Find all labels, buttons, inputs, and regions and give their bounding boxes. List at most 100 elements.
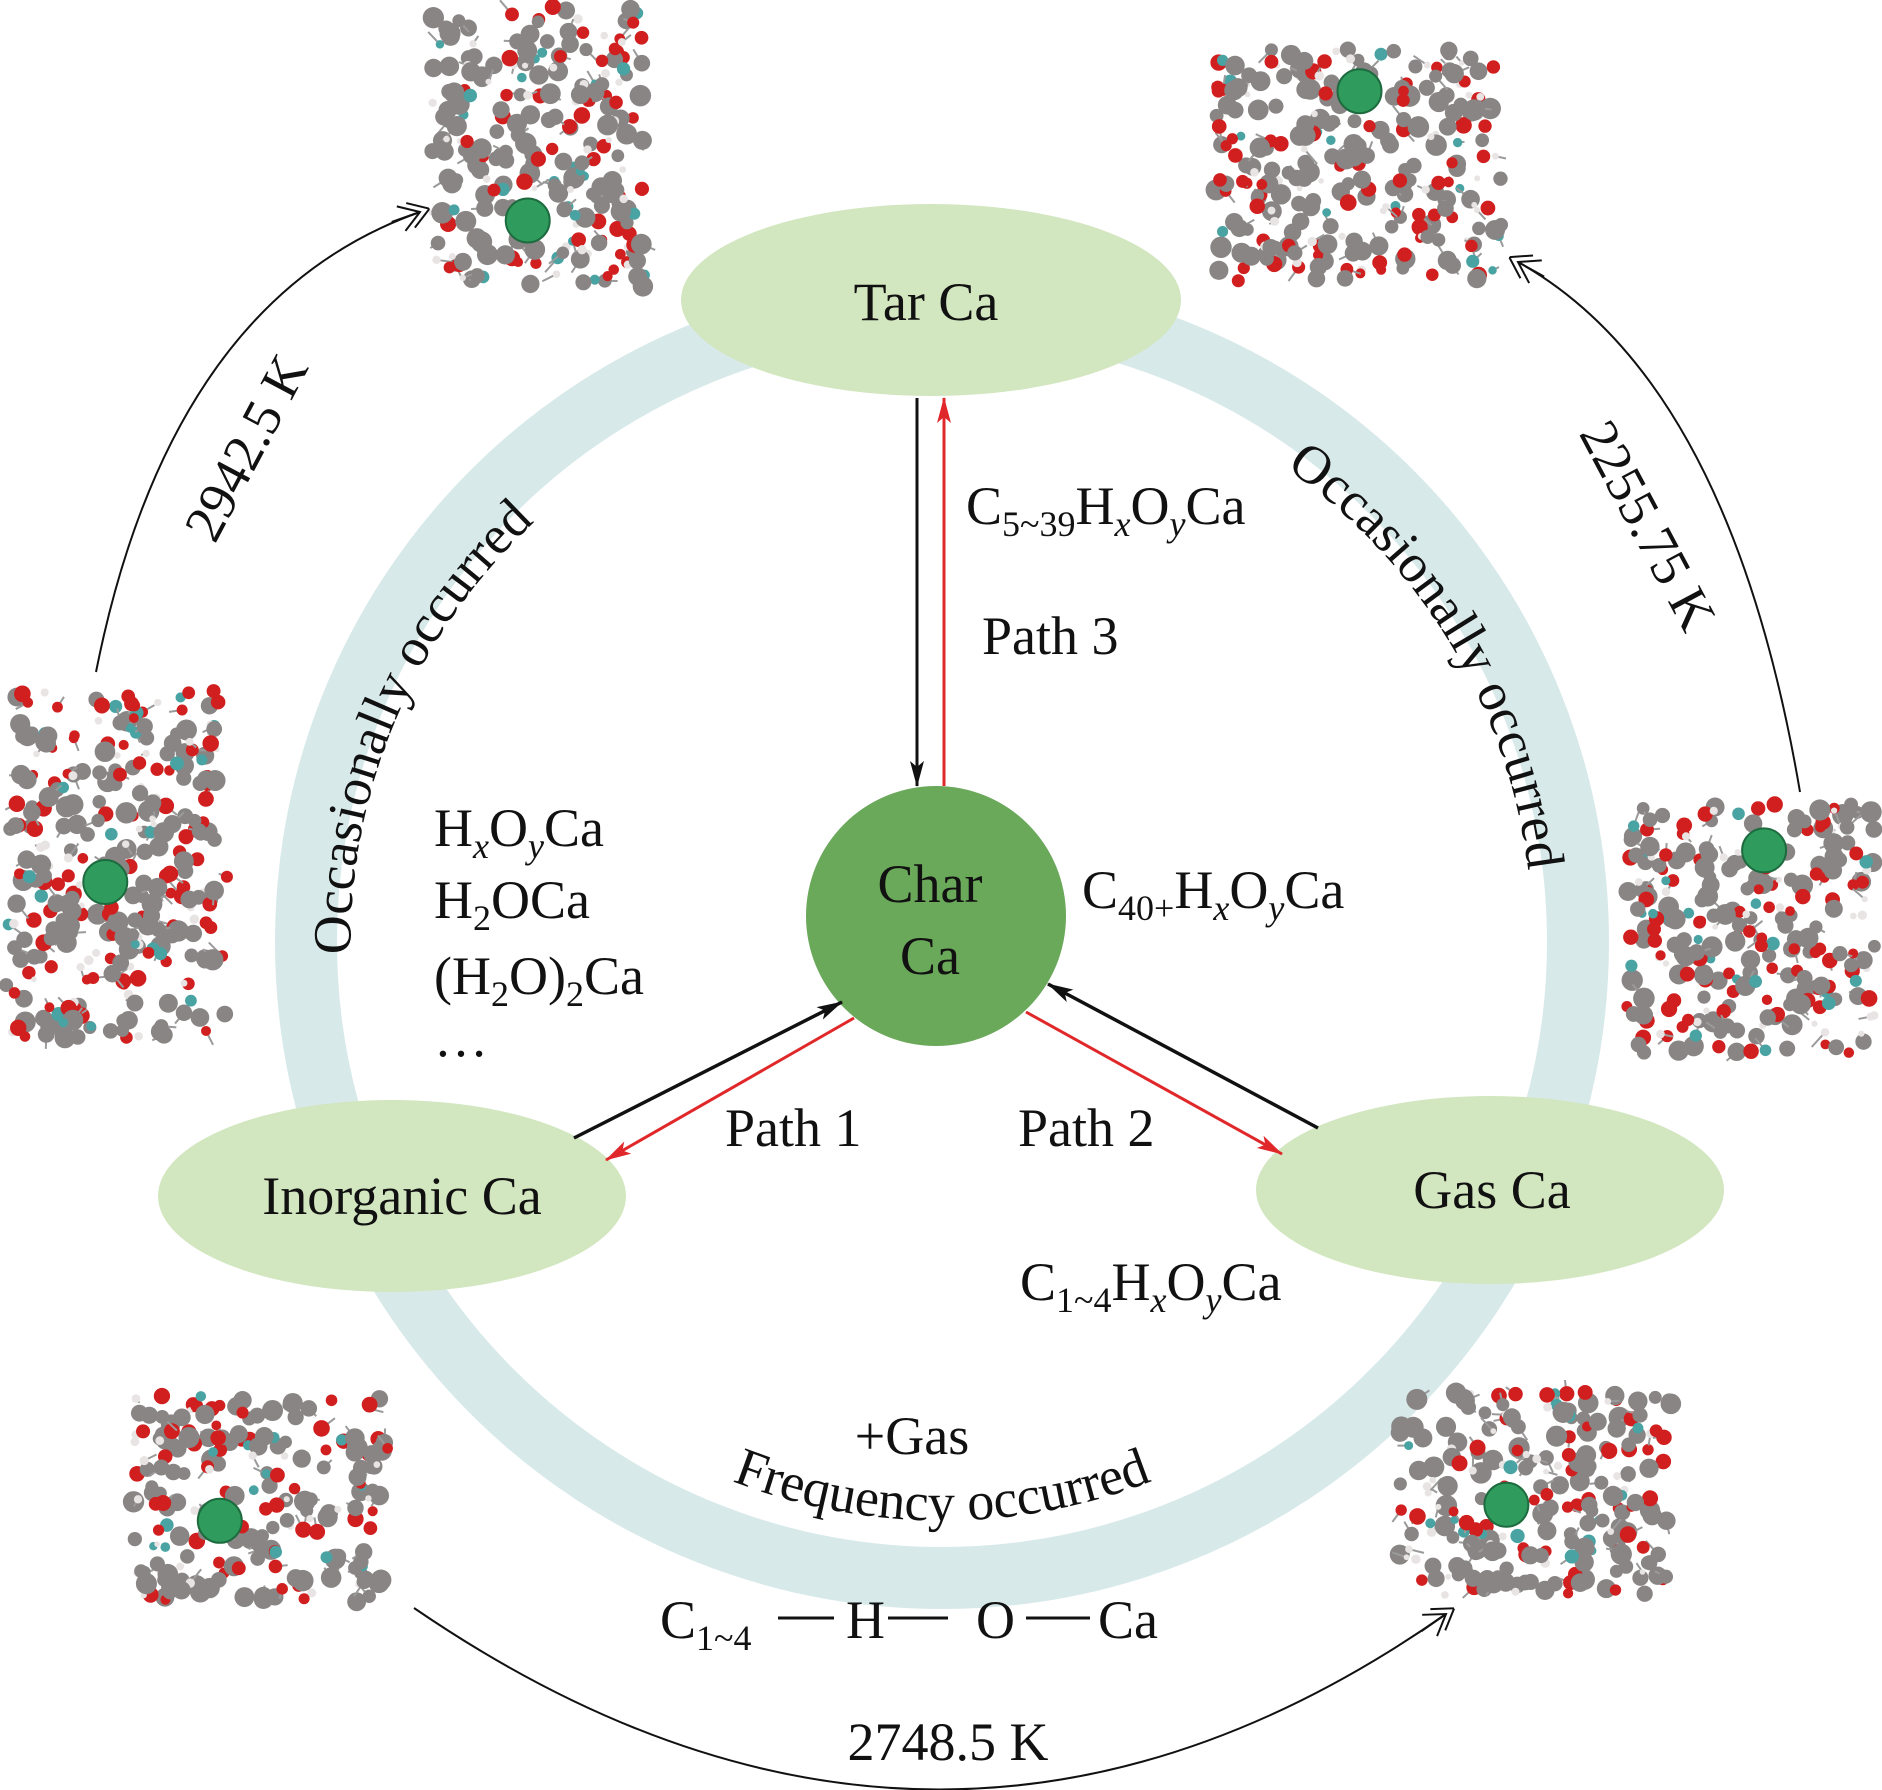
atom (605, 50, 624, 69)
atom (154, 1541, 160, 1547)
atom (8, 987, 21, 999)
atom (438, 168, 458, 188)
atom (382, 1442, 393, 1454)
atom (466, 48, 483, 65)
atom (470, 160, 490, 180)
atom (1408, 59, 1423, 74)
atom (1296, 185, 1303, 192)
atom (154, 1019, 169, 1034)
atom (204, 880, 224, 901)
atom (1721, 860, 1739, 878)
atom (10, 713, 31, 735)
inorganic-formula-3: (H2O)2Ca (434, 946, 644, 1014)
atom (127, 912, 143, 928)
atom (1440, 41, 1458, 60)
atom (1866, 1012, 1875, 1021)
atom (593, 197, 610, 214)
tar-ca-node (681, 204, 1181, 396)
atom (1467, 268, 1487, 289)
atom (562, 119, 578, 135)
atom (283, 1496, 290, 1503)
atom (172, 1408, 191, 1427)
atom (1703, 1007, 1710, 1014)
atom (1594, 1475, 1609, 1490)
atom (94, 716, 103, 725)
atom (1259, 251, 1274, 266)
atom (1779, 1040, 1796, 1057)
atom (1868, 939, 1881, 953)
path1-arrow-inorganic-to-char (573, 1000, 843, 1140)
atom (476, 199, 494, 217)
path3-label: Path 3 (982, 606, 1119, 666)
atom (469, 39, 477, 48)
atom (1729, 1022, 1746, 1039)
atom (1380, 132, 1397, 149)
atom (269, 1497, 285, 1513)
atom (1847, 879, 1859, 891)
atom (549, 63, 558, 72)
atom (196, 754, 208, 766)
atom (611, 149, 625, 163)
atom (531, 185, 538, 191)
atom (354, 1543, 373, 1561)
atom (1508, 1386, 1523, 1402)
atom (1240, 246, 1254, 260)
atom (1697, 806, 1713, 822)
atom (300, 1400, 318, 1417)
atom (1559, 1386, 1575, 1402)
atom (0, 978, 14, 993)
atom (1217, 54, 1229, 67)
atom (365, 1495, 372, 1502)
atom (1828, 1039, 1845, 1056)
atom (608, 42, 622, 56)
atom (38, 726, 58, 746)
atom (268, 1559, 283, 1574)
atom (211, 1572, 227, 1588)
atom (1423, 61, 1431, 69)
atom (7, 817, 24, 835)
atom (184, 924, 203, 943)
atom (1654, 807, 1671, 824)
atom (1849, 912, 1857, 920)
atom (1468, 1466, 1477, 1475)
atom (1455, 183, 1465, 193)
atom (1609, 1584, 1622, 1596)
atom (443, 261, 456, 274)
atom (1859, 855, 1873, 869)
atom (544, 0, 561, 15)
atom (1636, 1540, 1650, 1554)
atom (165, 887, 177, 899)
atom (1574, 1552, 1594, 1572)
atom (373, 1461, 381, 1468)
atom (1539, 1387, 1555, 1403)
atom (1823, 861, 1843, 880)
atom (150, 821, 157, 828)
atom (575, 274, 592, 291)
atom (559, 22, 578, 41)
atom (1562, 1588, 1574, 1599)
atom (1640, 1555, 1655, 1570)
path1-arrow-char-to-inorganic (605, 1016, 855, 1162)
atom (30, 854, 52, 875)
atom (1786, 822, 1803, 838)
atom (1759, 1009, 1776, 1026)
atom (595, 54, 609, 68)
atom (630, 233, 652, 255)
atom (115, 802, 138, 824)
atom (1750, 801, 1766, 816)
atom (269, 1467, 285, 1483)
atom (545, 142, 559, 156)
atom (1452, 137, 1463, 148)
atom (1675, 946, 1696, 967)
atom (1341, 177, 1355, 191)
atom (1498, 1532, 1507, 1541)
atom (439, 22, 461, 44)
calcium-atom (1483, 1481, 1530, 1528)
atom (1623, 929, 1639, 945)
atom (577, 244, 587, 255)
atom (279, 1435, 292, 1449)
atom (206, 721, 223, 737)
atom (1797, 927, 1819, 949)
atom (1623, 832, 1639, 847)
atom (199, 916, 213, 930)
